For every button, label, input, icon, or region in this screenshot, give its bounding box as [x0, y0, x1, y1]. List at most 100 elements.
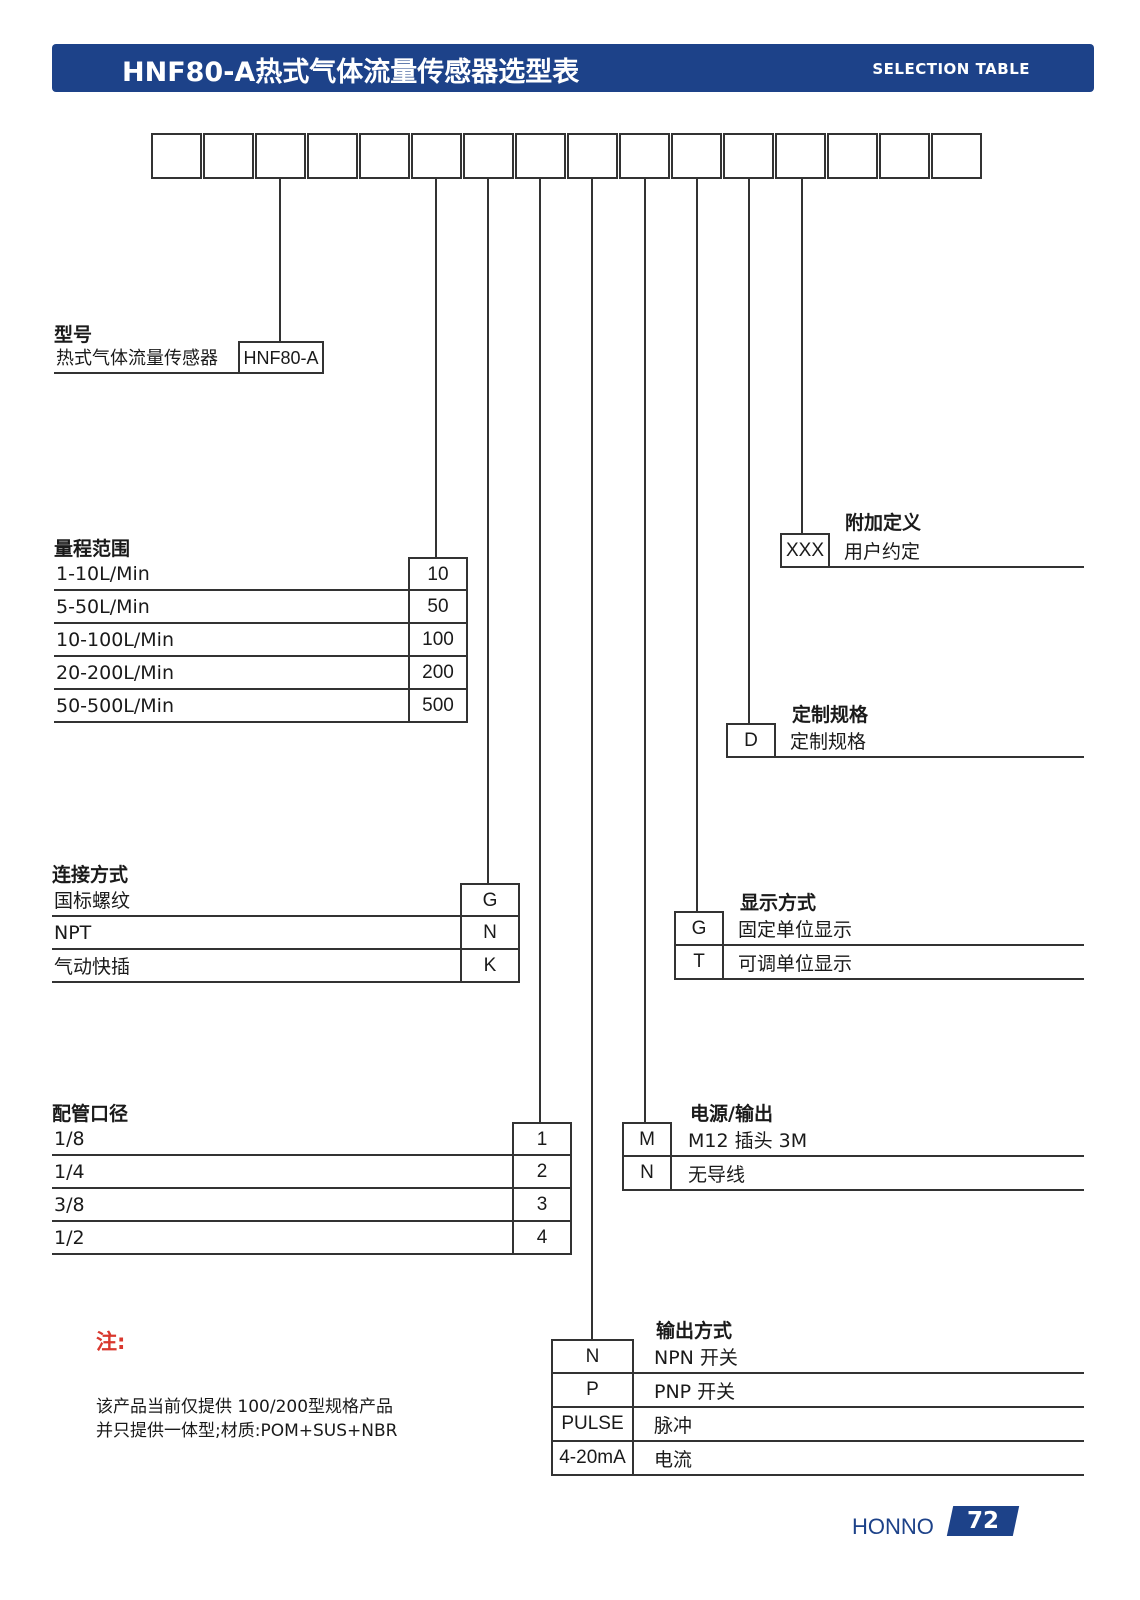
code-cell [463, 133, 514, 179]
range-code: 50 [408, 590, 468, 623]
pipe-row: 3/8 3 [52, 1188, 572, 1222]
range-code: 10 [408, 557, 468, 590]
connection-code: N [460, 916, 520, 949]
note-line: 并只提供一体型;材质:POM+SUS+NBR [96, 1421, 398, 1441]
range-label: 5-50L/Min [56, 595, 150, 618]
pipe-section-title: 配管口径 [52, 1103, 129, 1125]
power-code: M [622, 1122, 672, 1156]
display-row: T 可调单位显示 [674, 945, 1084, 980]
range-row: 20-200L/Min 200 [54, 656, 468, 690]
display-code: G [674, 911, 724, 945]
connection-label: 气动快插 [54, 956, 131, 978]
note-title: 注: [96, 1330, 126, 1354]
code-cell [931, 133, 982, 179]
output-row: P PNP 开关 [551, 1373, 1084, 1408]
connection-label: 国标螺纹 [54, 890, 131, 912]
code-cell [671, 133, 722, 179]
output-row: PULSE 脉冲 [551, 1407, 1084, 1442]
page-number-text: 72 [966, 1508, 999, 1534]
output-row: N NPN 开关 [551, 1339, 1084, 1374]
output-label: PNP 开关 [654, 1380, 736, 1403]
connection-code: G [460, 883, 520, 916]
code-cell [255, 133, 306, 179]
code-cell [827, 133, 878, 179]
power-label: 无导线 [688, 1163, 746, 1186]
output-code: P [551, 1373, 634, 1407]
pipe-label: 1/4 [54, 1160, 85, 1183]
power-row: M M12 插头 3M [622, 1122, 1084, 1157]
code-cell [359, 133, 410, 179]
pipe-code: 4 [512, 1221, 572, 1254]
pipe-label: 1/2 [54, 1226, 85, 1249]
output-label: 脉冲 [654, 1414, 693, 1437]
connection-row: NPT N [52, 916, 520, 950]
range-row: 10-100L/Min 100 [54, 623, 468, 657]
range-label: 10-100L/Min [56, 628, 174, 651]
custom-code: D [726, 723, 776, 757]
pipe-row: 1/4 2 [52, 1155, 572, 1189]
note-line: 该产品当前仅提供 100/200型规格产品 [96, 1397, 394, 1417]
output-code: PULSE [551, 1407, 634, 1441]
code-cell [203, 133, 254, 179]
pipe-code: 2 [512, 1155, 572, 1188]
power-label: M12 插头 3M [688, 1129, 808, 1152]
page-title: HNF80-A热式气体流量传感器选型表 [122, 57, 580, 88]
custom-row: D 定制规格 [726, 723, 1084, 758]
range-row: 1-10L/Min 10 [54, 557, 468, 591]
power-section-title: 电源/输出 [690, 1103, 773, 1125]
code-cell [567, 133, 618, 179]
range-label: 50-500L/Min [56, 694, 174, 717]
range-section-title: 量程范围 [54, 538, 131, 560]
code-cell [515, 133, 566, 179]
code-cell [151, 133, 202, 179]
pipe-label: 3/8 [54, 1193, 85, 1216]
range-row: 5-50L/Min 50 [54, 590, 468, 624]
connection-section-title: 连接方式 [52, 864, 129, 886]
custom-label: 定制规格 [790, 730, 867, 753]
code-cell [775, 133, 826, 179]
page-number: 72 [946, 1506, 1020, 1536]
range-code: 100 [408, 623, 468, 656]
code-cell [723, 133, 774, 179]
range-label: 1-10L/Min [56, 562, 150, 585]
range-row: 50-500L/Min 500 [54, 689, 468, 723]
model-section-title: 型号 [54, 324, 93, 346]
display-label: 可调单位显示 [738, 952, 853, 975]
pipe-code: 1 [512, 1122, 572, 1155]
power-row: N 无导线 [622, 1156, 1084, 1191]
pipe-label: 1/8 [54, 1127, 85, 1150]
output-label: NPN 开关 [654, 1346, 738, 1369]
page-header: HNF80-A热式气体流量传感器选型表 SELECTION TABLE [52, 44, 1094, 92]
model-code-strip [151, 133, 983, 179]
output-code: N [551, 1339, 634, 1373]
pipe-row: 1/2 4 [52, 1221, 572, 1255]
display-row: G 固定单位显示 [674, 911, 1084, 946]
additional-label: 用户约定 [844, 540, 921, 563]
output-row: 4-20mA 电流 [551, 1441, 1084, 1476]
range-code: 500 [408, 689, 468, 722]
power-code: N [622, 1156, 672, 1190]
pipe-row: 1/8 1 [52, 1122, 572, 1156]
code-cell [411, 133, 462, 179]
range-label: 20-200L/Min [56, 661, 174, 684]
model-code: HNF80-A [238, 341, 324, 373]
connection-label: NPT [54, 921, 92, 944]
custom-section-title: 定制规格 [792, 704, 869, 726]
display-code: T [674, 945, 724, 979]
output-section-title: 输出方式 [656, 1320, 733, 1342]
additional-row: XXX 用户约定 [780, 533, 1084, 568]
connection-row: 气动快插 K [52, 949, 520, 983]
connection-code: K [460, 949, 520, 982]
code-cell [307, 133, 358, 179]
pipe-code: 3 [512, 1188, 572, 1221]
connection-row: 国标螺纹 G [52, 883, 520, 917]
page-subtitle: SELECTION TABLE [872, 60, 1030, 78]
model-row: 热式气体流量传感器 HNF80-A [54, 341, 324, 374]
brand-name: HONNO [852, 1514, 934, 1539]
range-code: 200 [408, 656, 468, 689]
model-label: 热式气体流量传感器 [56, 348, 218, 369]
code-cell [619, 133, 670, 179]
output-code: 4-20mA [551, 1441, 634, 1475]
display-section-title: 显示方式 [740, 892, 817, 914]
